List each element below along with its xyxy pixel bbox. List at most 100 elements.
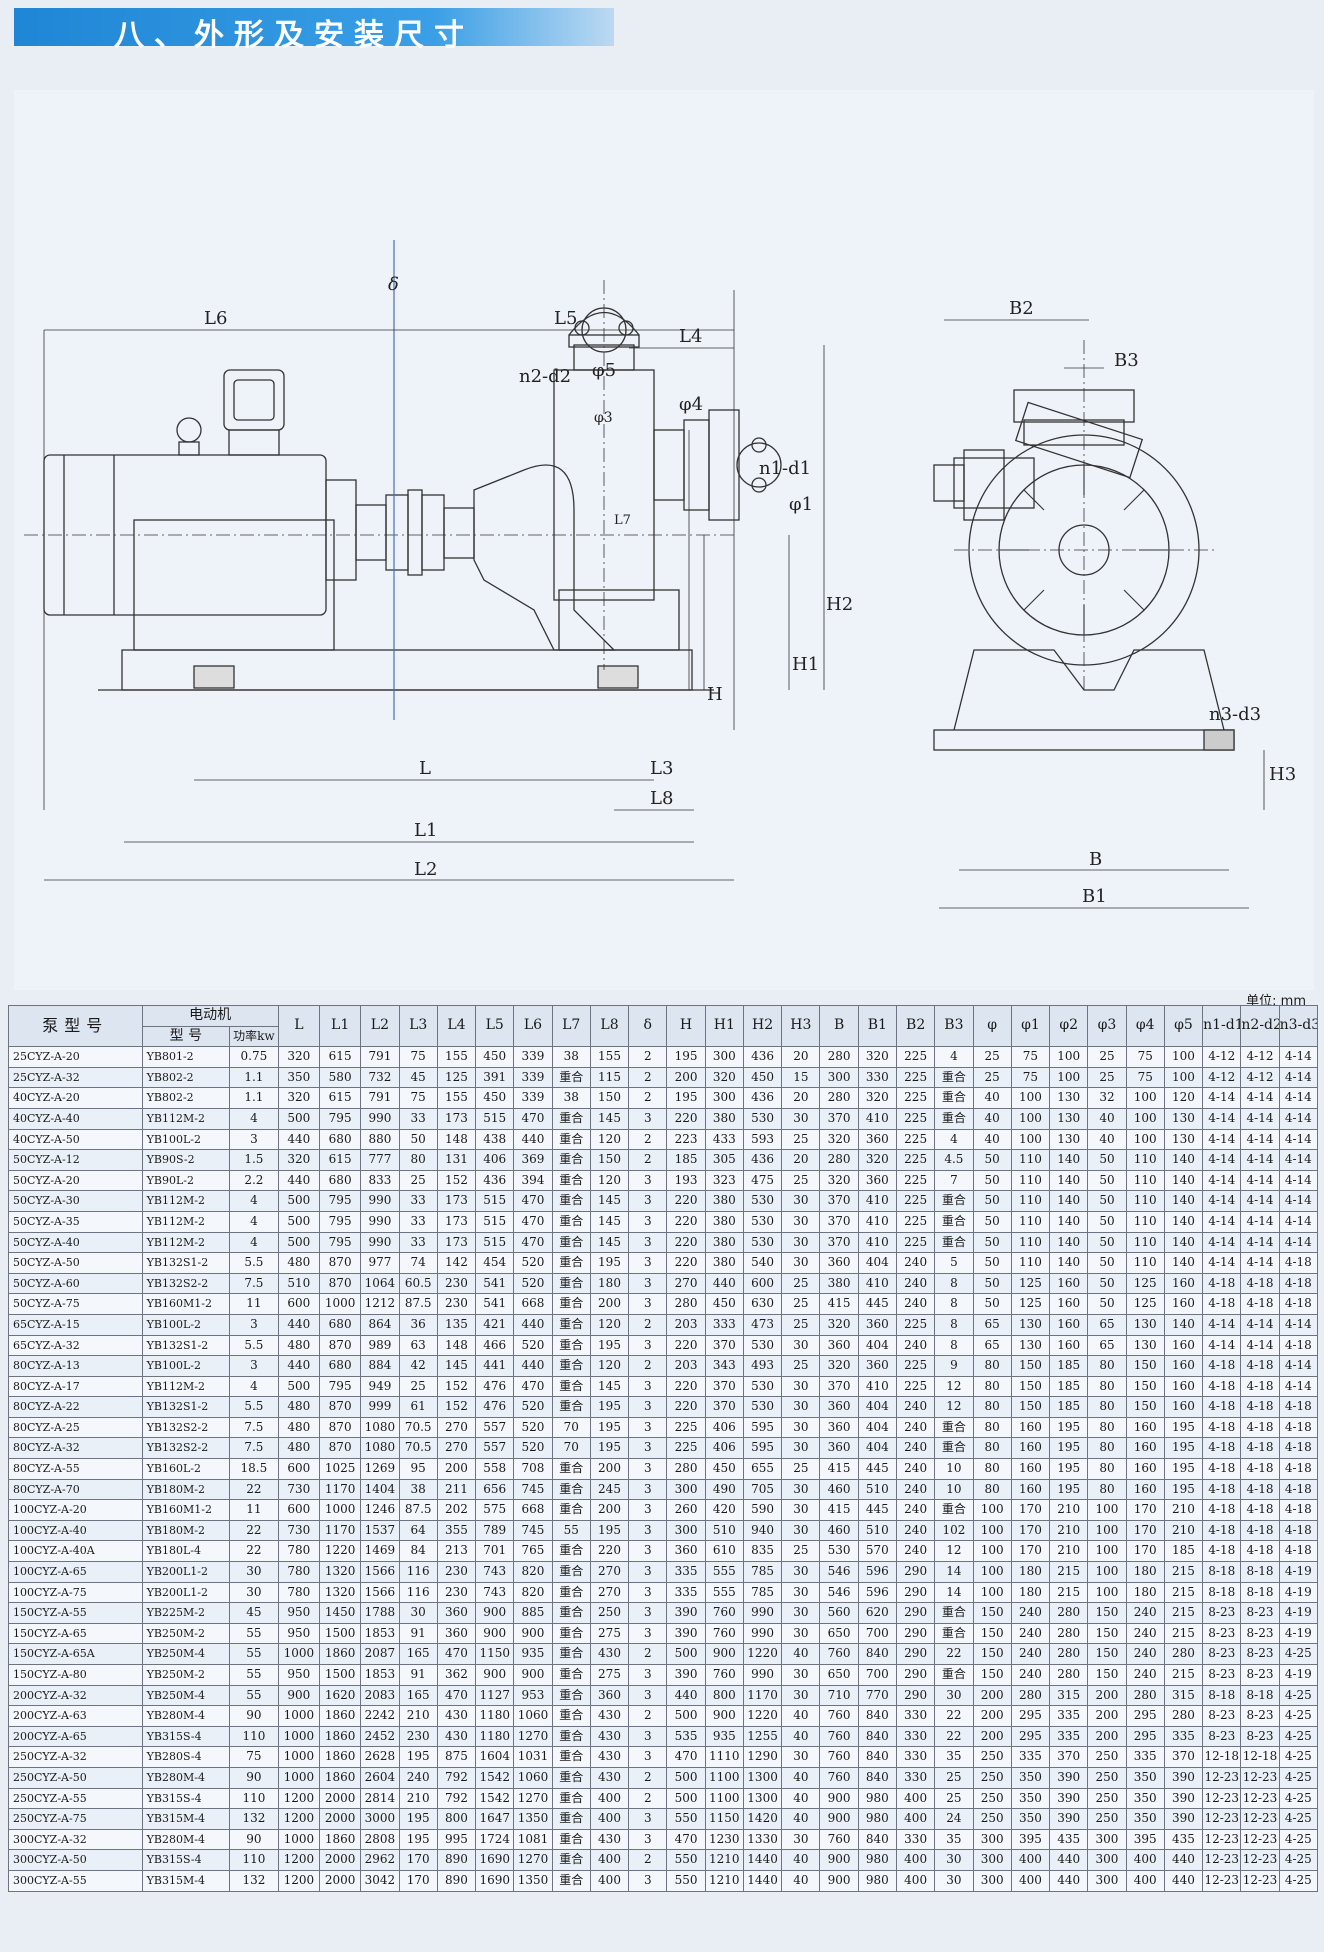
table-cell: 140 [1163, 1210, 1204, 1233]
table-cell: 1200 [277, 1808, 320, 1830]
table-cell: 33 [398, 1210, 438, 1233]
table-cell: 195 [589, 1416, 630, 1439]
table-cell: 280 [666, 1458, 706, 1480]
table-cell: 8-23 [1240, 1602, 1280, 1624]
table-cell: 900 [513, 1664, 553, 1686]
table-cell: 240 [1010, 1664, 1051, 1686]
table-cell: 350 [1125, 1808, 1165, 1830]
table-cell: 30 [781, 1684, 821, 1707]
table-cell: 4-25 [1278, 1725, 1319, 1748]
table-cell: 170 [1125, 1540, 1165, 1563]
table-cell: 935 [513, 1643, 553, 1665]
table-cell: 25 [781, 1540, 821, 1563]
table-cell: 8-18 [1202, 1561, 1242, 1583]
table-cell: 1255 [742, 1725, 783, 1748]
table-cell: 160 [1049, 1293, 1089, 1315]
table-cell: 320 [857, 1046, 898, 1068]
table-cell: 990 [742, 1622, 783, 1645]
table-cell: 535 [666, 1725, 706, 1748]
table-cell: 430 [589, 1746, 630, 1768]
table-cell: 541 [475, 1293, 515, 1315]
table-cell: 215 [1049, 1581, 1089, 1604]
table-cell: 466 [475, 1334, 515, 1357]
table-cell: 440 [666, 1684, 706, 1707]
table-cell: 14 [934, 1561, 974, 1583]
table-cell: 745 [513, 1519, 553, 1542]
table-cell: 360 [819, 1252, 859, 1274]
table-cell: 0.75 [229, 1046, 279, 1068]
table-cell: 220 [666, 1252, 706, 1274]
table-cell: 1269 [360, 1458, 400, 1480]
table-cell: YB100L-2 [141, 1128, 231, 1151]
table-cell: 152 [436, 1375, 477, 1398]
table-cell: 30 [781, 1746, 821, 1768]
table-cell: 50 [972, 1190, 1012, 1212]
table-cell: 510 [704, 1519, 744, 1542]
table-cell: 370 [819, 1107, 859, 1130]
table-cell: 173 [436, 1190, 477, 1212]
table-cell: 130 [1049, 1128, 1089, 1151]
table-cell: 4-18 [1240, 1293, 1280, 1315]
table-cell: 4-25 [1278, 1643, 1319, 1665]
table-cell: YB802-2 [141, 1066, 231, 1089]
table-cell: 22 [229, 1519, 279, 1542]
table-cell: 240 [895, 1499, 936, 1521]
table-cell: 重合 [551, 1396, 591, 1418]
table-cell: 415 [819, 1499, 859, 1521]
table-cell: 2242 [360, 1705, 400, 1727]
header-dim: φ3 [1087, 1004, 1127, 1048]
table-cell: 360 [436, 1602, 477, 1624]
table-cell: 3 [628, 1169, 668, 1192]
table-cell: 445 [857, 1458, 898, 1480]
table-cell: 重合 [934, 1210, 974, 1233]
table-cell: YB132S1-2 [141, 1396, 231, 1418]
table-cell: 25 [934, 1766, 974, 1789]
table-cell: 170 [1010, 1519, 1051, 1542]
table-cell: 335 [1049, 1705, 1089, 1727]
dim-label-L: L [419, 758, 431, 779]
table-cell: 160 [1125, 1478, 1165, 1501]
table-cell: 1210 [704, 1849, 744, 1871]
table-cell: 40 [781, 1766, 821, 1789]
table-cell: 949 [360, 1375, 400, 1398]
table-cell: 240 [1125, 1643, 1165, 1665]
table-cell: 100 [1125, 1087, 1165, 1109]
table-cell: 3 [628, 1478, 668, 1501]
table-cell: 150 [1125, 1396, 1165, 1418]
table-cell: 12-18 [1240, 1746, 1280, 1768]
table-cell: 42 [398, 1355, 438, 1377]
table-cell: 155 [436, 1046, 477, 1068]
table-cell: 795 [318, 1210, 362, 1233]
table-cell: 160 [1049, 1334, 1089, 1357]
table-cell: 12-23 [1202, 1828, 1242, 1851]
table-cell: 4-14 [1278, 1149, 1319, 1171]
table-cell: 140 [1163, 1169, 1204, 1192]
table-cell: 520 [513, 1252, 553, 1274]
table-cell: 370 [1163, 1746, 1204, 1768]
table-cell: 1064 [360, 1272, 400, 1295]
table-cell: 4-14 [1278, 1169, 1319, 1192]
table-cell: 4-14 [1202, 1210, 1242, 1233]
table-cell: 990 [742, 1664, 783, 1686]
table-cell: 91 [398, 1664, 438, 1686]
table-cell: 360 [819, 1334, 859, 1357]
table-cell: 30 [781, 1437, 821, 1460]
table-cell: 540 [742, 1252, 783, 1274]
table-cell: 重合 [934, 1622, 974, 1645]
table-cell: 1270 [513, 1849, 553, 1871]
table-cell: 350 [1010, 1808, 1051, 1830]
table-cell: 100 [1087, 1519, 1127, 1542]
table-cell: 50 [1087, 1190, 1127, 1212]
table-cell: 410 [857, 1375, 898, 1398]
table-cell: 1620 [318, 1684, 362, 1707]
table-cell: 530 [742, 1396, 783, 1418]
table-cell: 445 [857, 1293, 898, 1315]
table-cell: 870 [318, 1396, 362, 1418]
table-cell: 450 [704, 1458, 744, 1480]
table-cell: 300CYZ-A-32 [8, 1828, 143, 1851]
table-cell: 重合 [551, 1499, 591, 1521]
